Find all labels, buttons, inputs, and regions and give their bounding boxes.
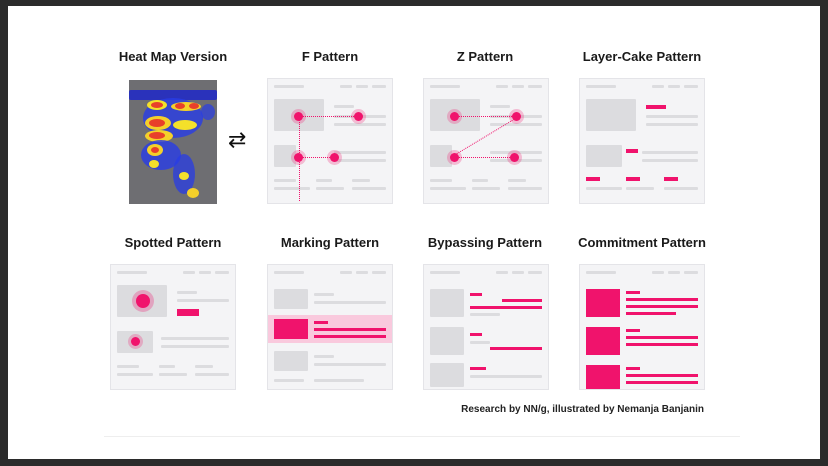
- heatmap-title: Heat Map Version: [118, 49, 228, 64]
- slide-canvas: [8, 6, 820, 459]
- z-pattern-card: [423, 78, 549, 204]
- marking-card: [267, 264, 393, 390]
- spotted-title: Spotted Pattern: [124, 235, 222, 250]
- layer-cake-card: [579, 78, 705, 204]
- marking-title: Marking Pattern: [280, 235, 380, 250]
- commitment-card: [579, 264, 705, 390]
- divider-line: [104, 436, 740, 437]
- bypassing-card: [423, 264, 549, 390]
- f-pattern-title: F Pattern: [301, 49, 359, 64]
- f-pattern-card: [267, 78, 393, 204]
- spotted-card: [110, 264, 236, 390]
- credit-text: Research by NN/g, illustrated by Nemanja…: [461, 404, 704, 415]
- z-pattern-title: Z Pattern: [456, 49, 514, 64]
- bypassing-title: Bypassing Pattern: [427, 235, 543, 250]
- layer-cake-title: Layer-Cake Pattern: [582, 49, 702, 64]
- commitment-title: Commitment Pattern: [578, 235, 706, 250]
- swap-arrows-icon: ⇄: [228, 127, 247, 152]
- heatmap-image: [129, 80, 217, 204]
